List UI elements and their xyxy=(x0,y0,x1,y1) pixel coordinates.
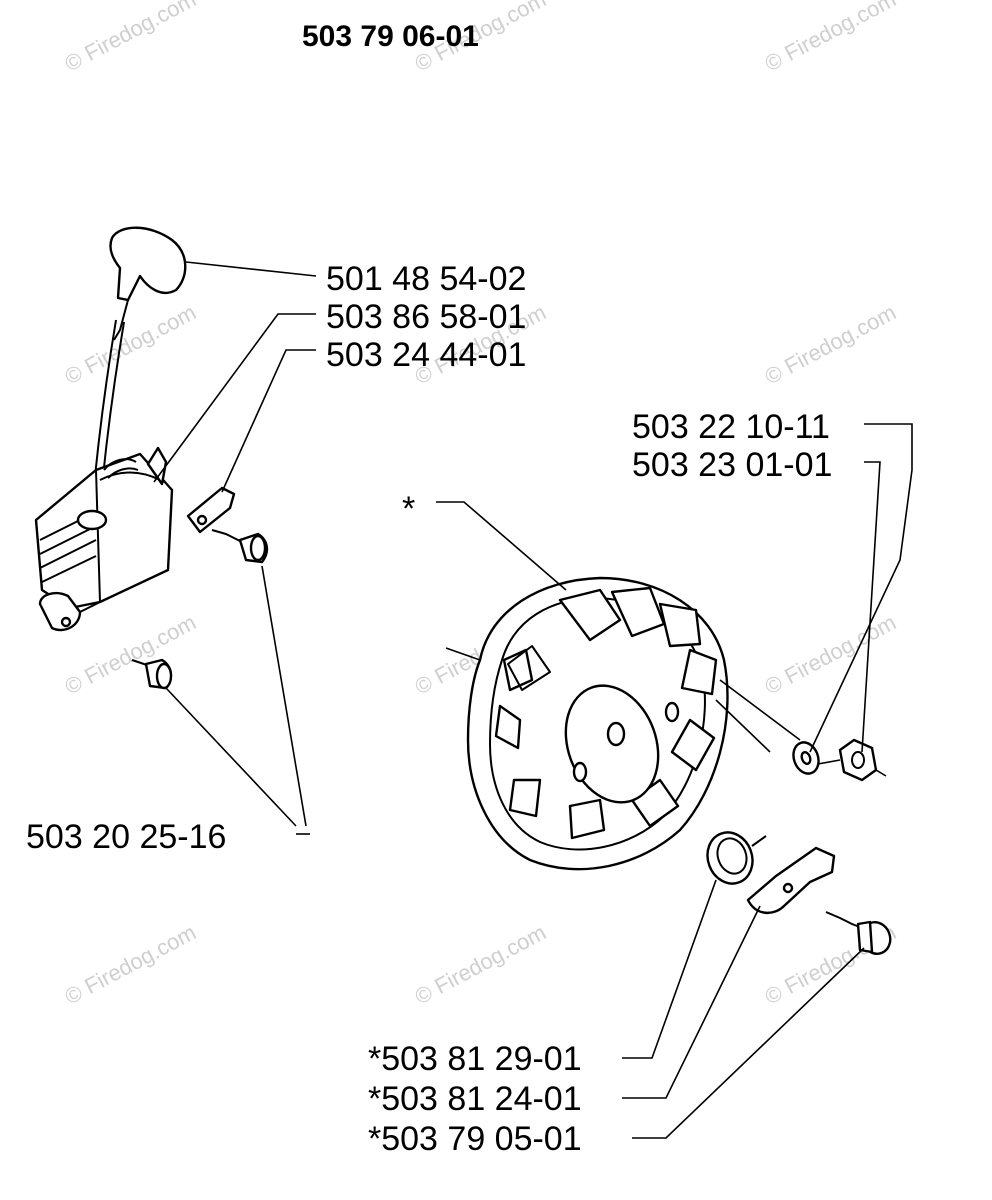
watermark: © Firedog.com xyxy=(761,299,900,389)
watermark: © Firedog.com xyxy=(411,919,550,1009)
callout-spring: *503 81 29-01 xyxy=(368,1040,582,1078)
screw-lower xyxy=(131,658,173,690)
watermark: © Firedog.com xyxy=(61,919,200,1009)
callout-pawl: *503 81 24-01 xyxy=(368,1080,582,1118)
watermark: © Firedog.com xyxy=(761,609,900,699)
callout-pin: *503 79 05-01 xyxy=(368,1120,582,1158)
leader-lines xyxy=(153,261,913,1139)
watermark-layer: © Firedog.com © Firedog.com © Firedog.co… xyxy=(61,0,900,1009)
watermark: © Firedog.com xyxy=(61,299,200,389)
watermark: © Firedog.com xyxy=(61,609,200,699)
ignition-module-drawing xyxy=(34,226,187,632)
flywheel-drawing xyxy=(466,576,729,871)
callout-screws: 503 20 25-16 xyxy=(26,818,226,856)
callout-terminal: 503 24 44-01 xyxy=(326,336,526,374)
callout-washer: 503 22 10-11 xyxy=(632,408,830,446)
assembly-number: 503 79 06-01 xyxy=(302,20,479,53)
terminal-drawing xyxy=(186,486,236,534)
callout-labels: 501 48 54-02 503 86 58-01 503 24 44-01 5… xyxy=(26,260,832,1158)
nut-drawing xyxy=(838,738,878,782)
callout-nut: 503 23 01-01 xyxy=(632,446,832,484)
callout-flywheel: * xyxy=(402,490,415,528)
spark-plug-cap xyxy=(109,226,187,302)
washer-drawing xyxy=(792,741,820,775)
callout-ignition-module: 503 86 58-01 xyxy=(326,298,526,336)
pawl-drawing xyxy=(746,846,836,914)
watermark: © Firedog.com xyxy=(761,0,900,76)
axis-lines xyxy=(445,647,887,777)
callout-spark-plug-cap: 501 48 54-02 xyxy=(326,260,526,298)
pin-drawing xyxy=(825,911,892,955)
screw-upper xyxy=(211,529,269,564)
spring-drawing xyxy=(706,831,767,885)
watermark: © Firedog.com xyxy=(61,0,200,76)
